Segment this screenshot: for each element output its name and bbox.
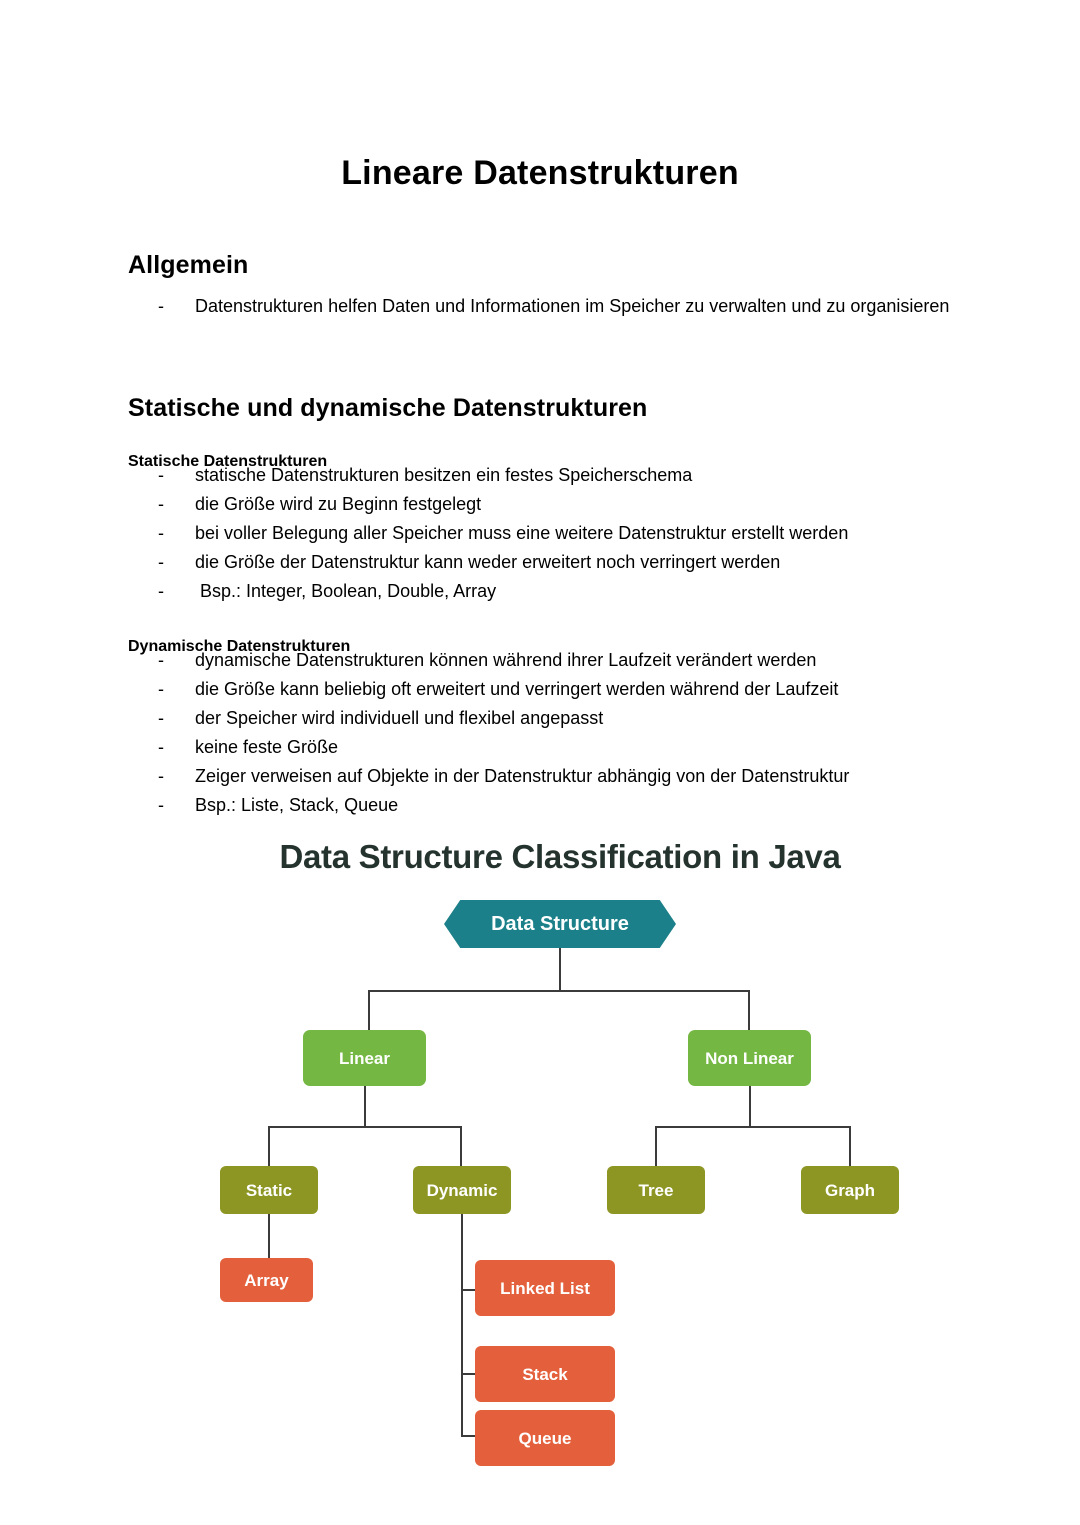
list-item: - bei voller Belegung aller Speicher muss… — [158, 519, 848, 548]
bullet-marker: - — [158, 552, 164, 572]
bullet-marker: - — [158, 795, 164, 815]
edge-root-stem — [559, 948, 561, 990]
edge-linear-bus — [268, 1126, 462, 1128]
diagram-node-queue: Queue — [475, 1410, 615, 1466]
list-item: - die Größe der Datenstruktur kann weder … — [158, 548, 848, 577]
list-item-text: die Größe der Datenstruktur kann weder e… — [195, 552, 781, 572]
bullet-marker: - — [158, 581, 164, 601]
edge-dynamic-spine — [461, 1214, 463, 1436]
edge-non-linear-to-tree — [655, 1126, 657, 1166]
edge-root-to-non-linear — [748, 990, 750, 1030]
bullet-marker: - — [158, 766, 164, 786]
data-structure-classification-diagram: Data Structure Classification in Java Da… — [180, 838, 940, 1466]
list-item: - der Speicher wird individuell und flexi… — [158, 704, 849, 733]
list-item: - die Größe kann beliebig oft erweitert u… — [158, 675, 849, 704]
bullet-list-statische: - statische Datenstrukturen besitzen ein … — [158, 461, 848, 606]
list-item-text: dynamische Datenstrukturen können währen… — [195, 650, 817, 670]
list-item: - keine feste Größe — [158, 733, 849, 762]
list-item-text: bei voller Belegung aller Speicher muss … — [195, 523, 849, 543]
diagram-node-linked-list: Linked List — [475, 1260, 615, 1316]
list-item: - dynamische Datenstrukturen können währe… — [158, 646, 849, 675]
edge-root-to-linear — [368, 990, 370, 1030]
bullet-marker: - — [158, 650, 164, 670]
list-item: - Datenstrukturen helfen Daten und Inform… — [158, 292, 985, 320]
edge-dynamic-to-linked-list — [461, 1289, 487, 1291]
list-item-text: statische Datenstrukturen besitzen ein f… — [195, 465, 693, 485]
list-item-text: Datenstrukturen helfen Daten und Informa… — [195, 296, 950, 316]
diagram-node-data-structure: Data Structure — [444, 900, 676, 948]
list-item-text: keine feste Größe — [195, 737, 339, 757]
bullet-list-allgemein: - Datenstrukturen helfen Daten und Inform… — [158, 292, 958, 320]
list-item-text: Zeiger verweisen auf Objekte in der Date… — [195, 766, 850, 786]
edge-linear-stem — [364, 1086, 366, 1126]
bullet-marker: - — [158, 465, 164, 485]
bullet-list-dynamische: - dynamische Datenstrukturen können währe… — [158, 646, 849, 820]
diagram-node-stack: Stack — [475, 1346, 615, 1402]
list-item-text: Bsp.: Integer, Boolean, Double, Array — [195, 581, 497, 601]
bullet-marker: - — [158, 494, 164, 514]
diagram-node-linear: Linear — [303, 1030, 426, 1086]
bullet-marker: - — [158, 523, 164, 543]
bullet-marker: - — [158, 296, 164, 316]
diagram-title: Data Structure Classification in Java — [279, 838, 841, 875]
diagram-node-array: Array — [220, 1258, 313, 1302]
page-title: Lineare Datenstrukturen — [341, 153, 739, 192]
edge-non-linear-stem — [749, 1086, 751, 1126]
list-item-text: Bsp.: Liste, Stack, Queue — [195, 795, 399, 815]
edge-non-linear-to-graph — [849, 1126, 851, 1166]
list-item-text: die Größe wird zu Beginn festgelegt — [195, 494, 482, 514]
subsection-heading-statische: Statische Datenstrukturen — [128, 453, 328, 470]
edge-dynamic-to-queue — [461, 1435, 487, 1437]
diagram-node-tree: Tree — [607, 1166, 705, 1214]
bullet-marker: - — [158, 737, 164, 757]
list-item: - statische Datenstrukturen besitzen ein … — [158, 461, 848, 490]
bullet-marker: - — [158, 679, 164, 699]
diagram-node-static: Static — [220, 1166, 318, 1214]
list-item-text: der Speicher wird individuell und flexib… — [195, 708, 604, 728]
list-item-text: die Größe kann beliebig oft erweitert un… — [195, 679, 839, 699]
list-item: - Bsp.: Integer, Boolean, Double, Array — [158, 577, 848, 606]
list-item: - Zeiger verweisen auf Objekte in der Dat… — [158, 762, 849, 791]
edge-static-to-array — [268, 1214, 270, 1258]
bullet-marker: - — [158, 708, 164, 728]
subsection-heading-dynamische: Dynamische Datenstrukturen — [128, 638, 351, 655]
edge-non-linear-bus — [655, 1126, 851, 1128]
section-heading-statische-dynamische: Statische und dynamische Datenstrukturen — [128, 393, 648, 422]
diagram-node-dynamic: Dynamic — [413, 1166, 511, 1214]
section-heading-allgemein: Allgemein — [128, 250, 249, 279]
list-item: - die Größe wird zu Beginn festgelegt — [158, 490, 848, 519]
diagram-node-non-linear: Non Linear — [688, 1030, 811, 1086]
diagram-node-graph: Graph — [801, 1166, 899, 1214]
edge-linear-to-dynamic — [460, 1126, 462, 1166]
edge-linear-to-static — [268, 1126, 270, 1166]
list-item: - Bsp.: Liste, Stack, Queue — [158, 791, 849, 820]
edge-root-bus — [368, 990, 750, 992]
edge-dynamic-to-stack — [461, 1373, 487, 1375]
